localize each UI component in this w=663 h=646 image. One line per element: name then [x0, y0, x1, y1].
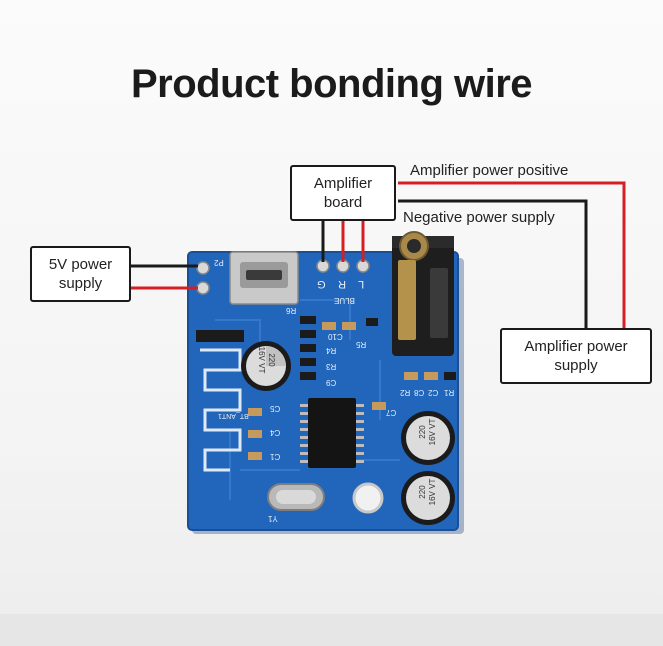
silk-c2: C2 [428, 388, 439, 397]
cap-label-top-left: 220 16V VT [257, 346, 276, 374]
audio-jack [392, 231, 454, 356]
silk-r3: R3 [326, 362, 337, 371]
silk-r5: R5 [356, 340, 367, 349]
silk-r6: R6 [286, 306, 297, 315]
capacitor-right-lower [401, 471, 455, 525]
silk-y1: Y1 [268, 514, 278, 523]
silk-c8: C8 [414, 388, 425, 397]
capacitor-top-left [241, 341, 291, 391]
amplifier-board-text: Amplifier board [313, 175, 373, 211]
antenna-trace [200, 348, 242, 472]
silk-c7: C7 [386, 408, 397, 417]
cap-label-right-lower: 220 16V VT [418, 478, 437, 506]
amplifier-power-positive-label: Amplifier power positive [410, 162, 569, 179]
negative-power-supply-label: Negative power supply [403, 209, 555, 226]
amplifier-board-label: Amplifier board [290, 165, 396, 221]
silk-c5: C5 [270, 404, 281, 413]
silk-l: L [358, 278, 365, 290]
amplifier-ic [300, 398, 364, 468]
silk-r: R [338, 278, 346, 290]
silk-r4: R4 [326, 346, 337, 355]
page-title: Product bonding wire [130, 62, 533, 106]
silk-c10: C10 [328, 332, 343, 341]
silk-c4: C4 [270, 428, 281, 437]
silk-c9: C9 [326, 378, 337, 387]
five-volt-supply-text: 5V power supply [48, 256, 113, 292]
mounting-hole [352, 482, 384, 514]
silk-r2: R2 [400, 388, 411, 397]
silk-g: G [317, 278, 326, 290]
smd-components [248, 316, 456, 460]
cap-label-right-upper: 220 16V VT [418, 418, 437, 446]
micro-usb-connector [229, 251, 299, 305]
amplifier-power-supply-text: Amplifier power supply [524, 338, 628, 374]
wires [131, 181, 626, 330]
power-pads [196, 261, 210, 295]
silk-p2: P2 [214, 258, 224, 267]
crystal-oscillator [267, 483, 325, 511]
wiring-diagram [131, 181, 626, 534]
silk-r1: R1 [444, 388, 455, 397]
capacitor-right-upper [401, 411, 455, 465]
amplifier-power-supply-label: Amplifier power supply [500, 328, 652, 384]
silk-c1: C1 [270, 452, 281, 461]
status-led [196, 330, 244, 342]
silk-ant: BT_ANT1 [218, 412, 249, 419]
silk-blue: BLUE [334, 296, 355, 305]
bottom-band [0, 614, 663, 646]
five-volt-supply-label: 5V power supply [30, 246, 131, 302]
